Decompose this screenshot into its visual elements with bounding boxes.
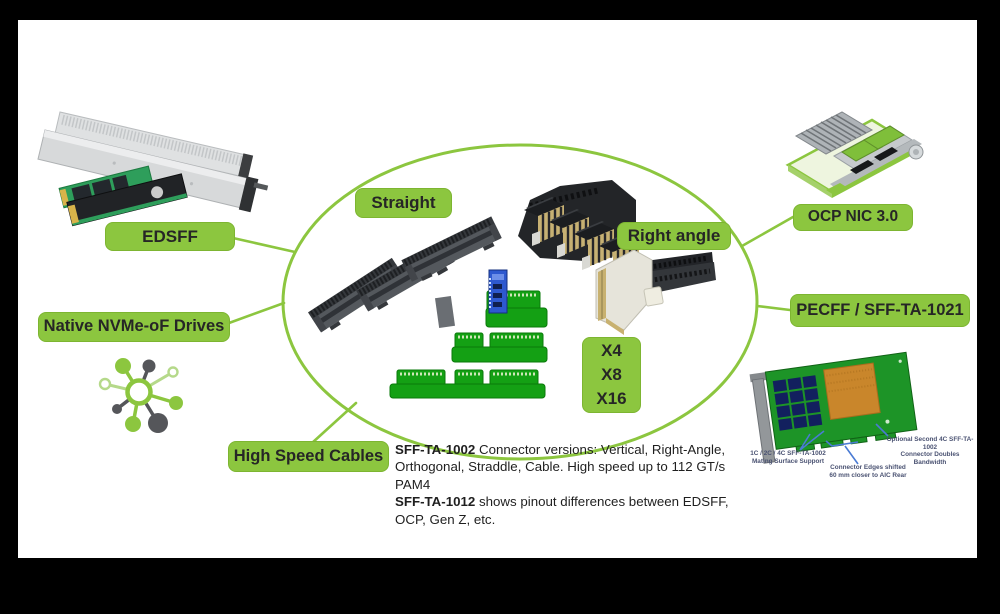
pecff-card-illustration [749, 351, 918, 465]
label-straight-text: Straight [371, 193, 436, 213]
annotation-connector-edges-line2: 60 mm closer to AIC Rear [829, 471, 907, 479]
label-straight: Straight [355, 188, 452, 218]
right-angle-connector-single [595, 249, 716, 335]
label-pecff: PECFF / SFF-TA-1021 [790, 294, 970, 327]
description-item-1: SFF-TA-1002 Connector versions: Vertical… [395, 441, 757, 493]
label-right-angle-text: Right angle [627, 226, 721, 246]
description-block: SFF-TA-1002 Connector versions: Vertical… [395, 441, 757, 528]
annotation-connector-edges-line1: Connector Edges shifted [830, 464, 906, 471]
annotation-second-connector-line1: Optional Second 4C SFF-TA-1002 [886, 436, 974, 451]
pecff-annotation-lines [799, 423, 889, 465]
spec-sff-ta-1012-text: shows pinout differences between EDSFF, … [395, 494, 729, 527]
annotation-mating-surface-line2: Mating Surface Support [751, 457, 825, 465]
blue-pcb-module [488, 269, 508, 314]
ocp-nic-illustration [785, 111, 924, 198]
right-angle-connector-cluster [518, 180, 641, 284]
annotation-second-connector-line2: Connector Doubles Bandwidth [900, 451, 960, 466]
nvmeof-network-icon [98, 358, 183, 433]
lane-width-x16: X16 [596, 389, 627, 408]
label-right-angle: Right angle [617, 222, 731, 250]
label-native-nvmeof-drives: Native NVMe-oF Drives [38, 312, 230, 342]
annotation-connector-edges: Connector Edges shifted 60 mm closer to … [824, 464, 912, 479]
label-ocp-nic-text: OCP NIC 3.0 [807, 208, 899, 226]
paddle-x16 [389, 369, 546, 399]
annotation-mating-surface: 1C / 2C / 4C SFF-TA-1002 Mating Surface … [742, 450, 834, 465]
label-lane-widths: X4 X8 X16 [582, 337, 641, 413]
edsff-drives-image [37, 111, 269, 227]
paddle-x8 [451, 332, 548, 363]
straight-connectors [308, 216, 504, 335]
lane-width-x4: X4 [601, 341, 622, 360]
spec-sff-ta-1002-text: Connector versions: Vertical, Right-Angl… [395, 442, 726, 492]
label-native-nvmeof-text: Native NVMe-oF Drives [43, 317, 225, 336]
annotation-second-connector: Optional Second 4C SFF-TA-1002 Connector… [884, 436, 976, 466]
spec-sff-ta-1002: SFF-TA-1002 [395, 442, 476, 457]
label-high-speed-cables-text: High Speed Cables [233, 446, 384, 465]
annotation-mating-surface-line1: 1C / 2C / 4C SFF-TA-1002 [750, 450, 826, 457]
label-ocp-nic: OCP NIC 3.0 [793, 204, 913, 231]
spec-sff-ta-1012: SFF-TA-1012 [395, 494, 476, 510]
callout-lines [227, 215, 795, 445]
label-pecff-text: PECFF / SFF-TA-1021 [796, 300, 964, 319]
label-edsff-text: EDSFF [142, 226, 198, 246]
label-high-speed-cables: High Speed Cables [228, 441, 389, 472]
label-edsff: EDSFF [105, 222, 235, 251]
card-edge-paddles [389, 290, 548, 399]
description-item-2: SFF-TA-1012 shows pinout differences bet… [395, 493, 757, 528]
lane-width-x8: X8 [601, 365, 622, 384]
